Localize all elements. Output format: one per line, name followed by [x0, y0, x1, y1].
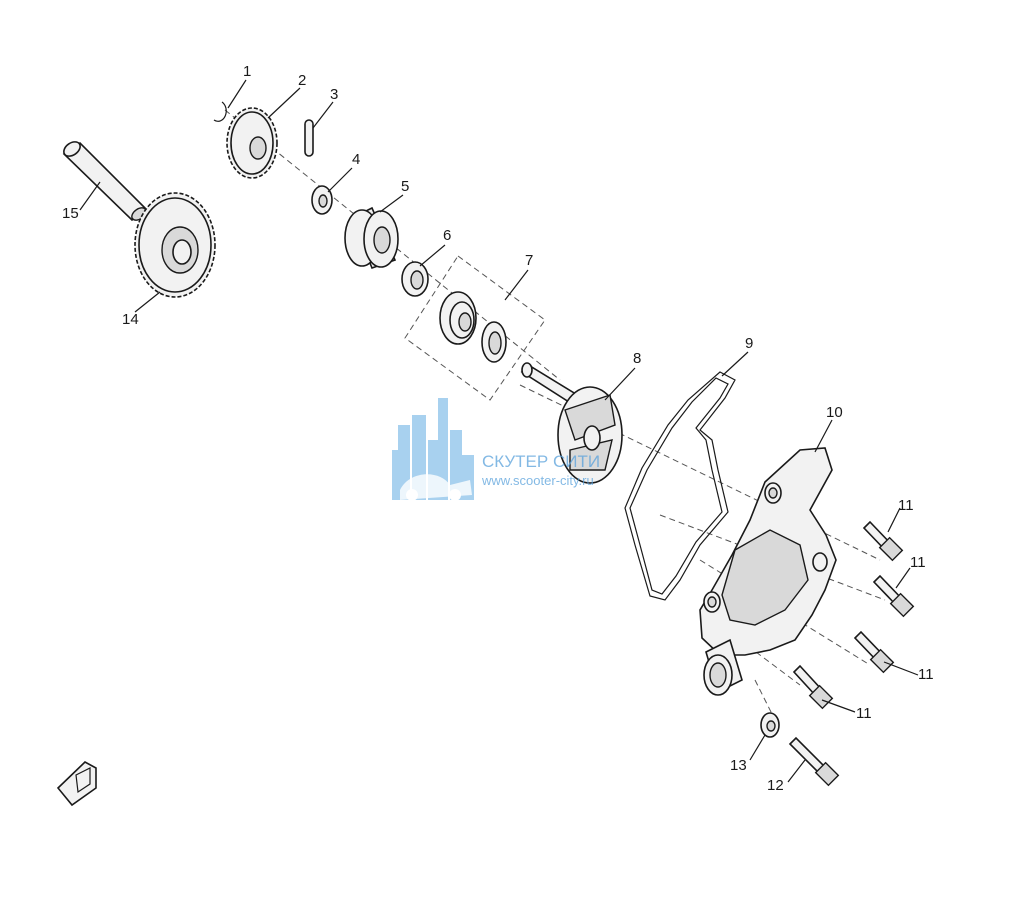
label-13: 13: [730, 757, 747, 774]
part-13-washer[interactable]: [760, 712, 780, 738]
part-6-oil-seal[interactable]: [401, 261, 429, 297]
part-9-gasket[interactable]: [624, 371, 736, 601]
label-4: 4: [352, 151, 360, 168]
label-11d: 11: [856, 705, 872, 722]
part-10-pump-cover[interactable]: [699, 447, 837, 696]
label-14: 14: [122, 311, 139, 328]
part-11-bolt-a[interactable]: [862, 520, 904, 562]
part-2-small-gear[interactable]: [226, 107, 278, 179]
label-12: 12: [767, 777, 784, 794]
label-11c: 11: [918, 666, 934, 683]
label-3: 3: [330, 86, 338, 103]
label-5: 5: [401, 178, 409, 195]
part-7-mechanical-seal-kit[interactable]: [404, 255, 546, 401]
watermark-url: www.scooter-city.ru: [481, 473, 594, 488]
part-4-washer[interactable]: [311, 185, 333, 215]
label-7: 7: [525, 252, 533, 269]
watermark: СКУТЕР СИТИ www.scooter-city.ru: [392, 398, 600, 501]
label-2: 2: [298, 72, 306, 89]
part-11-bolt-b[interactable]: [872, 574, 915, 618]
part-5-bearing[interactable]: [344, 206, 399, 270]
part-11-bolt-d[interactable]: [792, 664, 834, 710]
part-3-pin[interactable]: [304, 119, 314, 157]
label-9: 9: [745, 335, 753, 352]
label-15: 15: [62, 205, 79, 222]
city-skyline-logo-icon: [392, 398, 474, 501]
part-8-impeller-shaft[interactable]: [520, 362, 623, 484]
part-12-long-bolt[interactable]: [788, 736, 840, 787]
part-number-labels: 1 2 3 4 5 6 7 8 9 10 11 11 11 11 12 13 1…: [62, 63, 934, 794]
label-11b: 11: [910, 554, 926, 571]
label-1: 1: [243, 63, 251, 80]
label-8: 8: [633, 350, 641, 367]
label-10: 10: [826, 404, 843, 421]
part-11-bolt-c[interactable]: [853, 630, 895, 674]
forward-arrow-icon: [56, 761, 97, 807]
watermark-title: СКУТЕР СИТИ: [482, 452, 600, 471]
label-6: 6: [443, 227, 451, 244]
part-14-large-gear[interactable]: [134, 192, 216, 298]
leader-lines: [79, 79, 919, 783]
part-1-circlip[interactable]: [213, 101, 227, 122]
label-11a: 11: [898, 497, 914, 514]
